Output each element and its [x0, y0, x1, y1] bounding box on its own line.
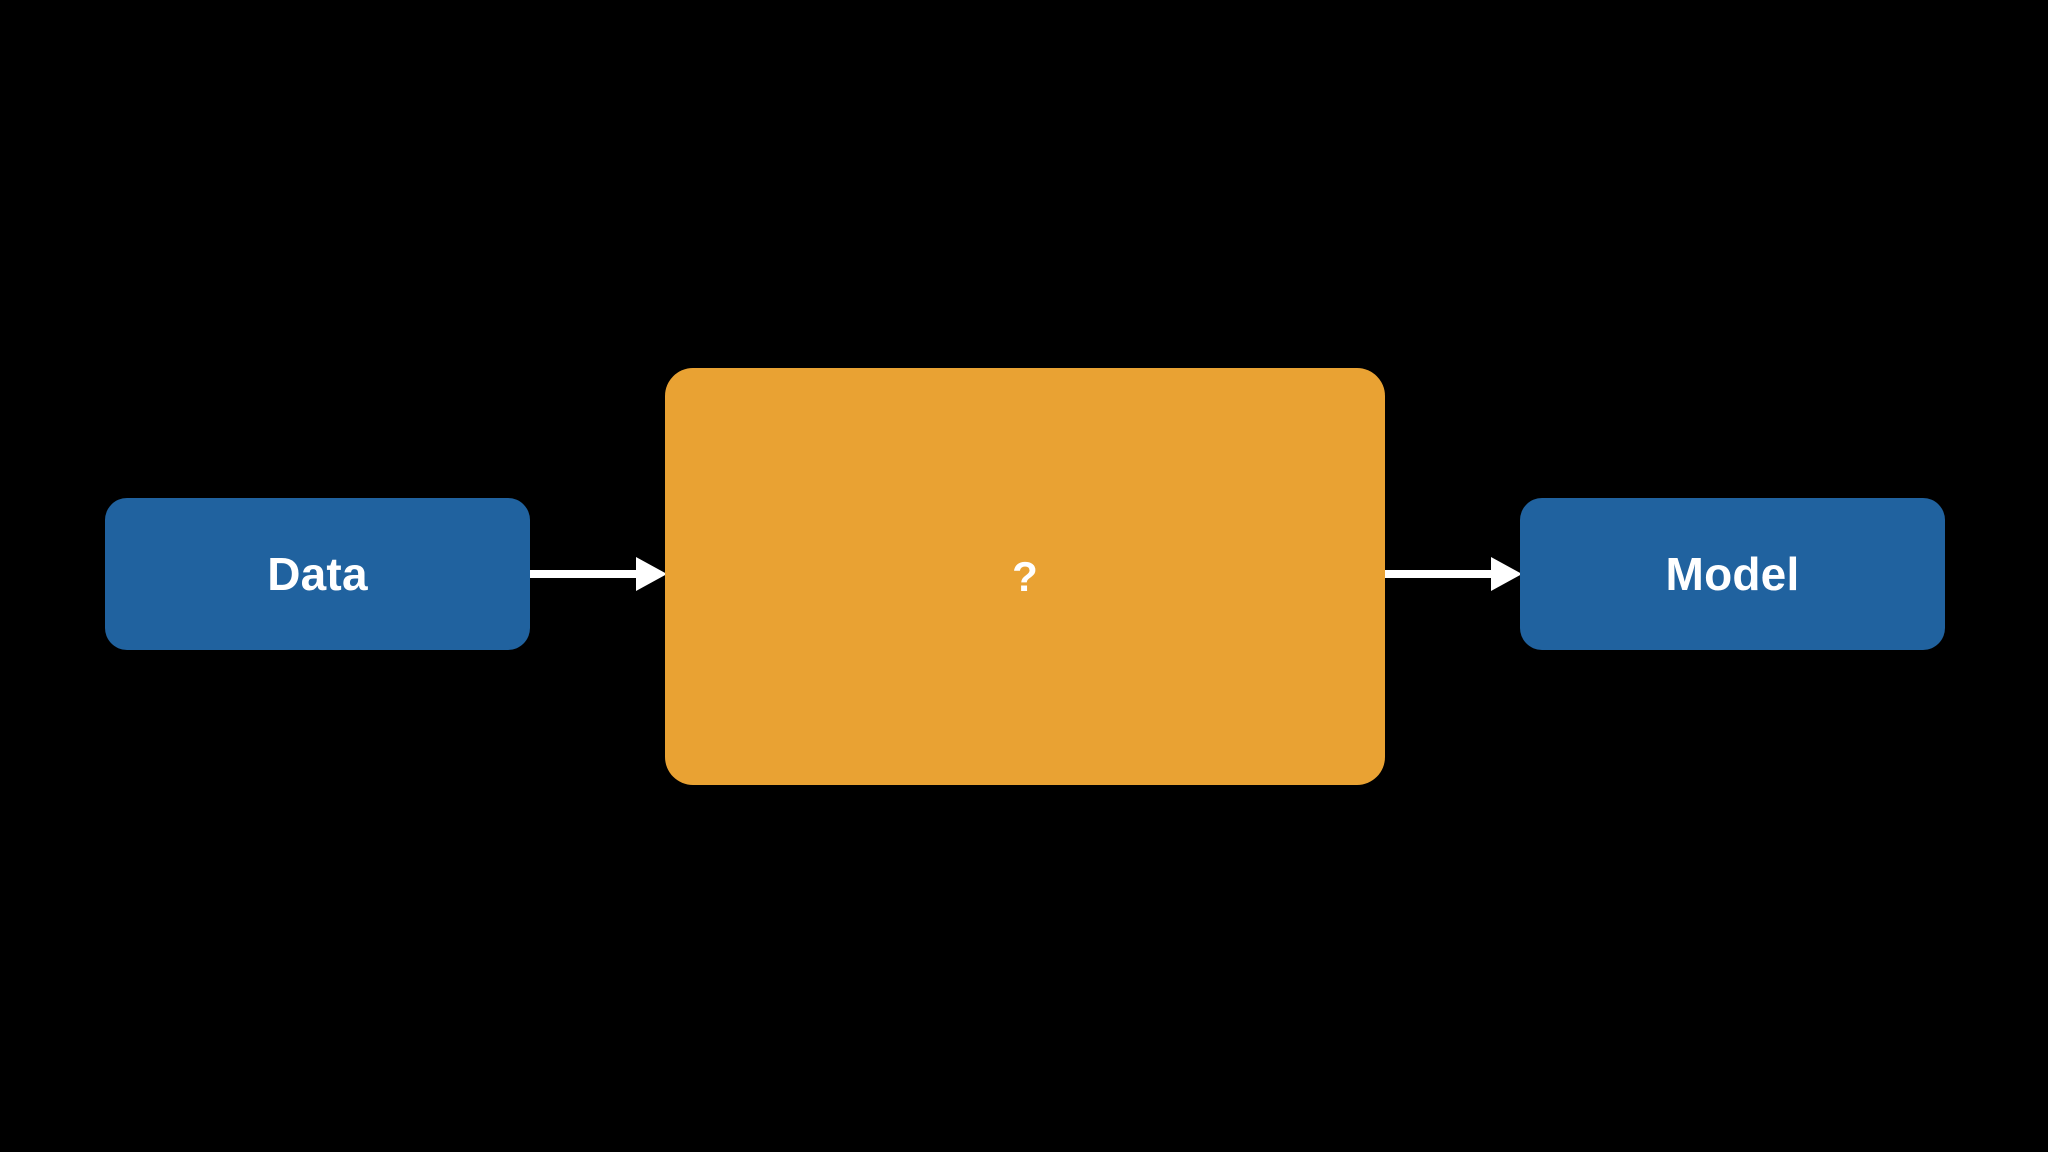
node-model-label: Model	[1665, 548, 1800, 600]
arrow-data-to-unknown	[530, 552, 667, 596]
node-data-label: Data	[267, 548, 368, 600]
node-unknown-label: ?	[1012, 552, 1038, 600]
node-model[interactable]: Model	[1520, 498, 1945, 650]
node-unknown[interactable]: ?	[665, 368, 1385, 785]
node-data[interactable]: Data	[105, 498, 530, 650]
arrow-unknown-to-model	[1385, 552, 1522, 596]
